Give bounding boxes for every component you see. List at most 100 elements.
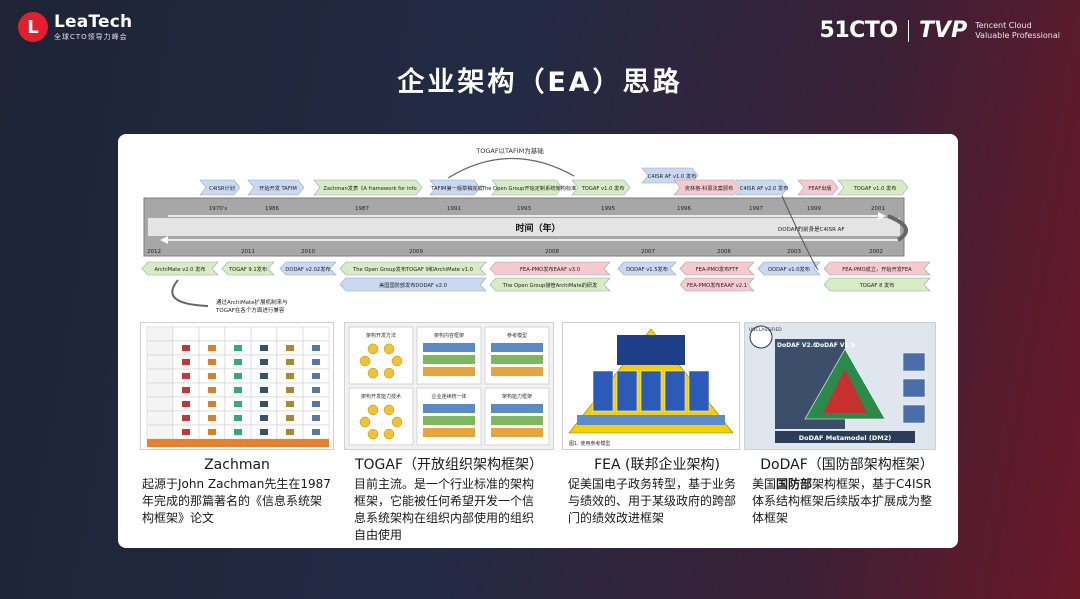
upper-event-box (429, 179, 481, 196)
togaf-block (423, 355, 475, 364)
lower-event-label: The Open Group发布TOGAF 9和ArchiMate v1.0 (352, 265, 473, 273)
upper-event-box (673, 179, 741, 196)
lower-event-box (141, 261, 219, 276)
upper-event-label: The Open Group开始定制系统架构标准 (481, 184, 576, 192)
togaf-adm-circle (367, 367, 379, 379)
lower-event-box (489, 261, 611, 276)
dodaf-v20-label: DoDAF V2.0 (777, 342, 817, 349)
logo-divider (907, 19, 910, 42)
zachman-icon (234, 415, 242, 421)
fea-column (664, 370, 686, 412)
tencent-cloud-label: Tencent Cloud Valuable Professional (975, 21, 1060, 41)
lower-event-box (679, 277, 755, 292)
upper-year-label: 1997 (749, 206, 763, 212)
togaf-adm-circle (383, 428, 395, 440)
togaf-block (491, 416, 543, 425)
dodaf-v15-label: DoDAF V1.5 (815, 342, 855, 349)
lower-event-label: FEA-PMO发布EAAF v2.1 (687, 281, 747, 289)
zachman-icon (286, 415, 294, 421)
togaf-adm-circle (367, 428, 379, 440)
time-bar-label: 时间（年） (515, 222, 560, 234)
upper-event-label: C4ISR AF v2.0 发布 (740, 184, 789, 192)
upper-event-label: 克林格-科恩法案颁布 (685, 184, 734, 192)
zachman-icon (208, 359, 216, 365)
lower-year-label: 2009 (409, 249, 423, 255)
zachman-icon (286, 373, 294, 379)
upper-year-label: 1996 (677, 206, 691, 212)
dod-seal-icon (749, 325, 773, 349)
archimate-note-1: 通过ArchiMate扩展机制来与 (216, 298, 288, 306)
turn-arrow (887, 214, 908, 242)
lower-event-box (679, 261, 755, 276)
fea-column (640, 370, 662, 412)
zachman-icon (260, 415, 268, 421)
zachman-icon (208, 373, 216, 379)
zachman-cell (224, 326, 252, 342)
lower-event-label: FEA-PMO成立，开始开发FEA (842, 265, 912, 273)
tencent-cloud-line1: Tencent Cloud (975, 20, 1032, 30)
zachman-icon (286, 387, 294, 393)
zachman-icon (234, 345, 242, 351)
fea-title: FEA (联邦企业架构) (594, 457, 720, 473)
zachman-icon (234, 373, 242, 379)
zachman-cell (146, 354, 174, 370)
togaf-cell-label: 架构开发能力技术 (361, 393, 401, 400)
upper-event-box (837, 179, 909, 196)
upper-event-label: TAFIM第一版草稿完成 (430, 184, 483, 192)
togaf-desc: 目前主流。是一个行业标准的架构框架，它能被任何希望开发一个信息系统架构在组织内部… (354, 477, 535, 542)
togaf-cell-label: 企业连续统一体 (431, 393, 466, 400)
logo-tvp: TVP (919, 18, 968, 43)
togaf-adm-circle (391, 355, 403, 367)
zachman-cell (172, 326, 200, 342)
zachman-icon (208, 429, 216, 435)
upper-event-label: Zachman发表《A framework for info (323, 184, 416, 192)
upper-event-box (797, 179, 839, 196)
zachman-desc: 起源于John Zachman先生在1987年完成的那篇著名的《信息系统架构框架… (142, 477, 331, 525)
lower-year-label: 2007 (641, 249, 655, 255)
zachman-icon (234, 429, 242, 435)
togaf-block (423, 428, 475, 437)
zachman-cell (302, 326, 330, 342)
lower-event-label: DODAF v2.02发布 (285, 265, 330, 273)
togaf-grid-image: 架构开发方法架构内容框架参考模型架构开发能力技术企业连续统一体架构能力框架 (348, 326, 550, 446)
togaf-caption: TOGAF（开放组织架构框架） 目前主流。是一个行业标准的架构框架，它能被任何希… (354, 456, 544, 544)
zachman-icon (208, 415, 216, 421)
zachman-cell (146, 396, 174, 412)
upper-year-label: 1995 (601, 206, 615, 212)
zachman-icon (260, 401, 268, 407)
sponsor-logos: 51CTO TVP Tencent Cloud Valuable Profess… (820, 18, 1060, 43)
zachman-icon (312, 345, 320, 351)
zachman-icon (182, 429, 190, 435)
leatech-mark: L (18, 12, 48, 42)
dodaf-predecessor-note: DODAF的前身是C4ISR AF (778, 225, 845, 233)
lower-event-box (617, 261, 677, 276)
dodaf-caption: DoDAF（国防部架构框架） 美国国防部架构框架，基于C4ISR体系结构框架后续… (752, 456, 942, 527)
logo-51cto: 51CTO (819, 18, 898, 43)
dodaf-side-cube (902, 378, 926, 398)
fea-column (688, 370, 710, 412)
zachman-icon (260, 373, 268, 379)
lower-event-label: 美国国防部发布DODAF v2.0 (379, 281, 447, 289)
zachman-cell (198, 326, 226, 342)
zachman-icon (286, 401, 294, 407)
upper-event-label: TOGAF v1.0 发布 (853, 184, 897, 192)
fea-pyramid-image: 图1. 使用参考模型 (568, 328, 734, 447)
archimate-curve-arrow (171, 279, 209, 307)
lower-event-label: TOGAF 8 发布 (859, 281, 895, 289)
togaf-cell-label: 参考模型 (507, 332, 527, 339)
zachman-icon (208, 345, 216, 351)
lower-year-label: 2011 (241, 249, 255, 255)
zachman-icon (234, 387, 242, 393)
togaf-block (491, 428, 543, 437)
togaf-cell-label: 架构能力框架 (502, 393, 532, 400)
dodaf-side-cube (902, 404, 926, 424)
zachman-icon (182, 345, 190, 351)
dodaf-meta-bar (775, 431, 915, 443)
upper-year-label: 1987 (355, 206, 369, 212)
zachman-icon (234, 359, 242, 365)
togaf-adm-circle (383, 367, 395, 379)
togaf-block (491, 367, 543, 376)
